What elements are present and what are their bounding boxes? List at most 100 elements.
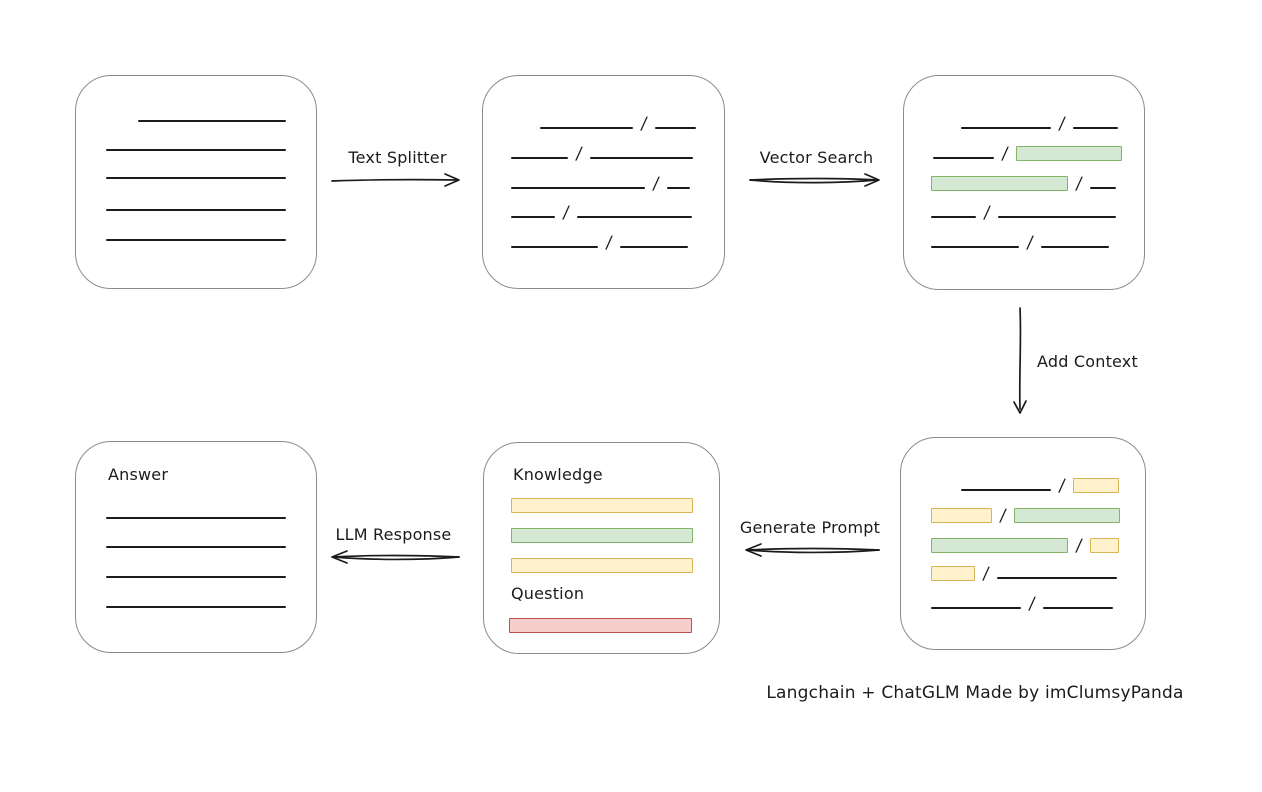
text-line (576, 216, 692, 218)
text-row: / (511, 144, 693, 164)
context-chunks-node: / / / / / (900, 437, 1146, 650)
text-row (106, 504, 286, 519)
text-row: / (931, 536, 1119, 556)
text-line (654, 127, 696, 129)
add-context-label: Add Context (1037, 352, 1138, 371)
text-splitter-label: Text Splitter (348, 148, 447, 167)
text-line (540, 127, 633, 129)
green-chunk (931, 176, 1068, 191)
slash-separator: / (1057, 114, 1067, 134)
slash-separator: / (1074, 174, 1084, 194)
text-splitter-arrow-group: Text Splitter (330, 148, 465, 189)
text-row: / (961, 114, 1118, 134)
llm-response-arrow-group: LLM Response (325, 525, 462, 566)
text-line (961, 127, 1051, 129)
text-row: / (931, 174, 1116, 194)
knowledge-label: Knowledge (513, 465, 603, 484)
green-chunk (1013, 508, 1120, 523)
red-chunk (509, 618, 692, 633)
text-row: / (961, 476, 1119, 496)
text-line (931, 246, 1019, 248)
yellow-chunk (931, 508, 992, 523)
green-chunk (931, 538, 1068, 553)
answer-label: Answer (108, 465, 169, 484)
generate-prompt-label: Generate Prompt (739, 518, 881, 537)
slash-separator: / (998, 506, 1008, 526)
text-line (106, 239, 286, 241)
text-row (106, 593, 286, 608)
text-line (511, 187, 645, 189)
text-line (589, 157, 693, 159)
text-row (106, 226, 286, 241)
slash-separator: / (1000, 144, 1010, 164)
text-line (666, 187, 690, 189)
text-row: / (931, 506, 1120, 526)
diagram-caption: Langchain + ChatGLM Made by imClumsyPand… (766, 683, 1184, 703)
split-chunks-node: / / / / / (482, 75, 725, 289)
text-row: / (933, 144, 1122, 164)
yellow-chunk (511, 498, 693, 513)
text-row: / (931, 564, 1117, 584)
text-line (106, 606, 286, 608)
text-line (106, 517, 286, 519)
slash-separator: / (1027, 594, 1037, 614)
slash-separator: / (561, 203, 571, 223)
text-row (511, 496, 693, 513)
slash-separator: / (639, 114, 649, 134)
slash-separator: / (1025, 233, 1035, 253)
search-result-node: / / / / / (903, 75, 1145, 290)
text-line (106, 546, 286, 548)
text-row: / (931, 203, 1116, 223)
text-row (106, 196, 286, 211)
green-chunk (511, 528, 693, 543)
text-line (511, 246, 598, 248)
text-row (138, 107, 286, 122)
text-row: / (511, 203, 692, 223)
text-line (1040, 246, 1109, 248)
text-row (106, 533, 286, 548)
text-row (106, 563, 286, 578)
slash-separator: / (981, 564, 991, 584)
text-line (106, 209, 286, 211)
text-line (931, 216, 976, 218)
text-row: / (931, 233, 1109, 253)
text-row (106, 136, 286, 151)
text-line (511, 216, 555, 218)
arrow-right-lens-icon (749, 173, 880, 187)
yellow-chunk (931, 566, 975, 581)
arrow-left-lens-icon (745, 543, 880, 557)
slash-separator: / (982, 203, 992, 223)
text-line (138, 120, 286, 122)
slash-separator: / (574, 144, 584, 164)
green-chunk (1015, 146, 1122, 161)
text-line (997, 216, 1116, 218)
arrow-down-icon (1013, 307, 1027, 414)
text-line (106, 576, 286, 578)
answer-node: Answer (75, 441, 317, 653)
llm-response-label: LLM Response (335, 525, 452, 544)
vector-search-label: Vector Search (759, 148, 874, 167)
slash-separator: / (604, 233, 614, 253)
vector-search-arrow-group: Vector Search (748, 148, 885, 189)
text-line (961, 489, 1051, 491)
text-row: / (931, 594, 1113, 614)
arrow-left-lens-icon (331, 550, 460, 564)
text-line (1042, 607, 1113, 609)
slash-separator: / (1057, 476, 1067, 496)
add-context-arrow-group: Add Context (1010, 306, 1160, 421)
text-row (106, 164, 286, 179)
text-row: / (511, 233, 688, 253)
text-line (931, 607, 1021, 609)
text-row: / (511, 174, 690, 194)
generate-prompt-arrow-group: Generate Prompt (737, 518, 883, 559)
text-row (511, 556, 693, 573)
yellow-chunk (1072, 478, 1119, 493)
text-row: / (540, 114, 696, 134)
text-line (933, 157, 994, 159)
text-line (996, 577, 1117, 579)
slash-separator: / (1074, 536, 1084, 556)
yellow-chunk (511, 558, 693, 573)
text-line (106, 177, 286, 179)
arrow-right-icon (331, 173, 460, 187)
